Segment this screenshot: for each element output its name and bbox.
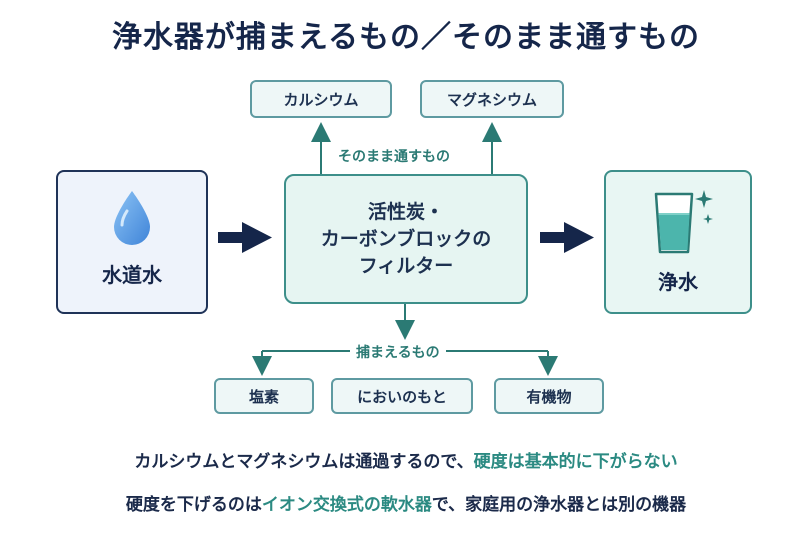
tag-calcium: カルシウム — [250, 80, 392, 118]
note-1-highlight: 硬度は基本的に下がらない — [473, 452, 678, 472]
note-line-2: 硬度を下げるのはイオン交換式の軟水器で、家庭用の浄水器とは別の機器 — [0, 490, 812, 515]
pass-through-arrows — [311, 122, 502, 174]
note-line-1: カルシウムとマグネシウムは通過するので、硬度は基本的に下がらない — [0, 447, 812, 472]
tag-magnesium: マグネシウム — [420, 80, 564, 118]
note-1-text: カルシウムとマグネシウムは通過するので、 — [134, 452, 474, 472]
output-box: 浄水 — [604, 170, 752, 314]
tag-organic-matter: 有機物 — [494, 378, 604, 414]
water-glass-icon — [654, 189, 713, 253]
water-drop-icon — [114, 190, 150, 245]
tag-chlorine: 塩素 — [214, 378, 314, 414]
source-label: 水道水 — [102, 262, 162, 287]
source-box: 水道水 — [56, 170, 208, 314]
tag-odor-source: においのもと — [331, 378, 473, 414]
filter-label-line2: カーボンブロックの — [320, 227, 492, 250]
pass-through-label: そのまま通すもの — [332, 146, 456, 166]
output-label: 浄水 — [658, 269, 698, 294]
note-2-highlight: イオン交換式の軟水器 — [261, 495, 432, 515]
note-2-text-a: 硬度を下げるのは — [125, 495, 262, 515]
note-2-text-c: で、家庭用の浄水器とは別の機器 — [431, 495, 687, 515]
filter-label-line1: 活性炭・ — [367, 200, 444, 223]
filter-to-output-arrow — [540, 222, 594, 253]
filter-label-line3: フィルター — [358, 254, 454, 277]
page-title: 浄水器が捕まえるもの／そのまま通すもの — [111, 20, 701, 55]
filter-box: 活性炭・ カーボンブロックの フィルター — [284, 174, 528, 304]
captured-label: 捕まえるもの — [350, 342, 446, 362]
source-to-filter-arrow — [218, 222, 272, 253]
